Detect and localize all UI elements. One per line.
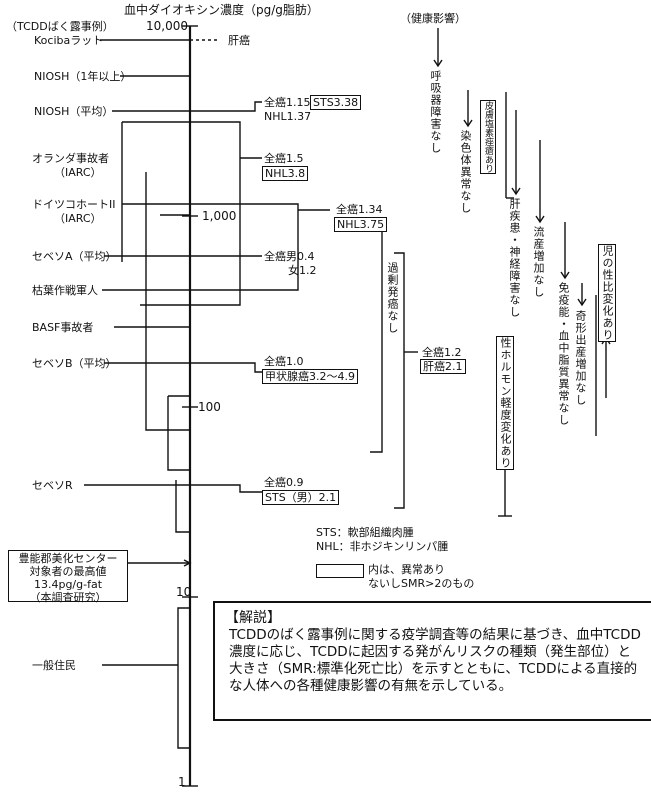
legend-sts: STS：軟部組織肉腫 xyxy=(316,526,414,539)
finding-text: 全癌1.5 xyxy=(264,152,304,165)
finding-box: 肝癌2.1 xyxy=(420,359,466,374)
finding-text: 全癌男0.4 xyxy=(264,250,315,263)
case-label: （IARC） xyxy=(54,166,102,179)
legend-note: ないしSMR>2のもの xyxy=(368,577,475,590)
explanation-body: TCDDのばく露事例に関する疫学調査等の結果に基づき、血中TCDD濃度に応じ、T… xyxy=(229,627,641,694)
finding-box: STS（男）2.1 xyxy=(262,490,340,505)
effect-box: 性ホルモン軽度変化あり xyxy=(496,336,514,470)
case-label: NIOSH（平均） xyxy=(34,105,114,118)
finding-text: 全癌1.0 xyxy=(264,355,304,368)
case-label: Kocibaラット xyxy=(34,34,104,47)
finding-text: 全癌1.2 xyxy=(422,346,462,359)
effect-label: 流産増加なし xyxy=(532,226,545,298)
finding-box: NHL3.8 xyxy=(262,166,309,181)
finding-box: 甲状腺癌3.2〜4.9 xyxy=(262,369,358,384)
center-box-line: （本調査研究） xyxy=(29,591,107,604)
case-label: NIOSH（1年以上） xyxy=(34,70,132,83)
header-cases: （TCDDばく露事例） xyxy=(6,20,114,33)
case-label: セベソR xyxy=(32,479,73,492)
legend-nhl: NHL：非ホジキンリンパ腫 xyxy=(316,540,449,553)
tick-label: 1,000 xyxy=(202,209,237,223)
case-label: BASF事故者 xyxy=(32,321,94,334)
effect-label: 染色体異常なし xyxy=(459,130,472,214)
center-box-line: 豊能郡美化センター xyxy=(18,552,118,565)
tick-label: 100 xyxy=(198,400,221,414)
effect-label: 奇形出産増加なし xyxy=(574,310,587,406)
center-box-line: 13.4pg/g-fat xyxy=(33,578,103,591)
explanation-heading: 【解説】 xyxy=(225,610,281,626)
case-label: （IARC） xyxy=(54,212,102,225)
effect-label: 免疫能・血中脂質異常なし xyxy=(557,282,570,426)
case-label: 一般住民 xyxy=(32,659,76,672)
finding-text: 女1.2 xyxy=(288,264,317,277)
legend-note: 内は、異常あり xyxy=(368,563,445,576)
effect-label: 過剰発癌なし xyxy=(386,262,399,334)
effect-label: 肝疾患・神経障害なし xyxy=(508,198,521,318)
case-label: セベソB（平均） xyxy=(32,357,117,370)
finding-kociba: 肝癌 xyxy=(228,34,250,47)
case-label: ドイツコホートII xyxy=(32,198,116,211)
finding-text: 全癌1.34 xyxy=(336,203,383,216)
case-label: セベソA（平均） xyxy=(32,250,117,263)
finding-text: NHL1.37 xyxy=(264,110,312,123)
finding-box: STS3.38 xyxy=(310,95,362,110)
axis-title: 血中ダイオキシン濃度（pg/g脂肪） xyxy=(124,3,319,17)
tick-label: 1 xyxy=(178,775,186,789)
effect-box: 児の性比変化あり xyxy=(598,244,616,342)
legend-box-sample xyxy=(316,564,364,578)
center-box-line: 対象者の最高値 xyxy=(29,565,107,578)
header-effects: （健康影響） xyxy=(400,12,466,25)
tick-label: 10 xyxy=(176,585,192,599)
center-box: 豊能郡美化センター 対象者の最高値 13.4pg/g-fat （本調査研究） xyxy=(8,550,128,604)
case-label: オランダ事故者 xyxy=(32,152,109,165)
tick-label: 10,000 xyxy=(146,19,188,33)
finding-box: NHL3.75 xyxy=(334,217,388,232)
effect-label: 呼吸器障害なし xyxy=(429,70,442,154)
finding-text: 全癌0.9 xyxy=(264,476,304,489)
finding-text: 全癌1.15 xyxy=(264,96,311,109)
effect-box: 皮膚塩素痤瘡あり xyxy=(480,100,496,174)
case-label: 枯葉作戦軍人 xyxy=(32,284,98,297)
explanation-box: 【解説】 TCDDのばく露事例に関する疫学調査等の結果に基づき、血中TCDD濃度… xyxy=(213,601,651,721)
